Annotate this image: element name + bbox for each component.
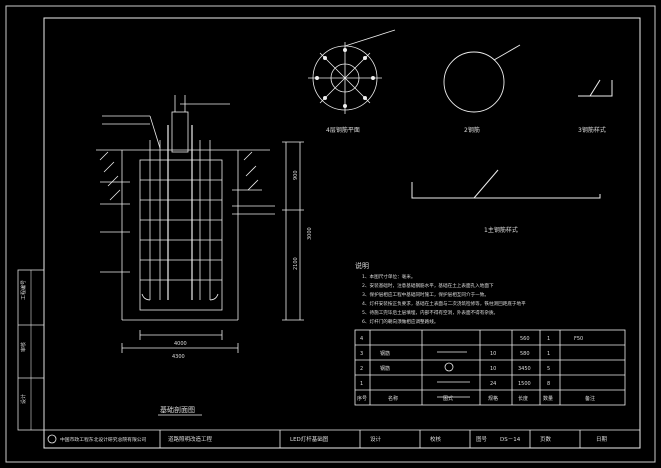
design-label: 设计 (370, 435, 382, 443)
hook-title: 3钢筋样式 (578, 126, 606, 134)
project-name: 道路照明改造工程 (168, 435, 213, 443)
plan-title: 4层钢筋平面 (326, 126, 360, 134)
title-block-text: 中国市政工程东北设计研究总院有限公司 道路照明改造工程 LED灯杆基础图 设计 … (47, 434, 608, 444)
row-1-qty: 1 (547, 351, 550, 357)
inner-frame (43, 17, 641, 449)
row-2-spec: 10 (490, 366, 496, 372)
note-2: 3、保护层相应工程中基础同时施工，保护层相互同介于一致。 (362, 291, 489, 298)
row-0-len: 560 (520, 336, 530, 342)
note-0: 1、本图尺寸单位：毫米。 (362, 273, 415, 280)
company-logo-icon (47, 434, 57, 444)
side-stamp: 工程编号 审核 设计 (17, 269, 45, 431)
row-3-no: 1 (360, 381, 363, 387)
dim-upper: 900 (293, 170, 299, 180)
bar-title: 1主钢筋样式 (484, 226, 518, 234)
section-view (96, 95, 304, 353)
row-2-name: 钢筋 (380, 365, 390, 372)
row-0-note: F50 (574, 336, 583, 342)
plan-bolts (315, 48, 375, 108)
row-2-qty: 5 (547, 366, 550, 372)
hdr-6: 备注 (585, 395, 595, 402)
row-1-spec: 10 (490, 351, 496, 357)
dim-bar: 4300 (172, 354, 185, 360)
note-3: 4、灯杆安装按正负要求，基础在土表面与二次浇筑检修等，铁柱测回距底于地平 (362, 300, 526, 307)
hook-view (578, 79, 613, 97)
hdr-5: 数量 (543, 395, 553, 402)
ring-title: 2钢筋 (464, 126, 480, 134)
page-label: 页数 (540, 435, 552, 443)
title-block (44, 429, 640, 448)
plan-view (308, 29, 396, 114)
row-3-qty: 8 (547, 381, 550, 387)
hdr-0: 序号 (357, 395, 367, 402)
company-name: 中国市政工程东北设计研究总院有限公司 (60, 436, 147, 443)
number-label: 图号 (476, 435, 488, 443)
notes-title: 说明 (355, 261, 369, 270)
notes: 说明 1、本图尺寸单位：毫米。 2、安装基础时，注意基础钢筋水平，基础在土上表面… (355, 261, 526, 325)
outer-frame (5, 5, 656, 463)
row-0-qty: 1 (547, 336, 550, 342)
row-0-no: 4 (360, 336, 363, 342)
stamp-2: 设计 (20, 394, 27, 404)
material-table (354, 329, 626, 406)
ring-view (443, 44, 521, 113)
stamp-1: 审核 (20, 342, 27, 352)
hdr-2: 图式 (443, 395, 453, 402)
row-1-len: 580 (520, 351, 530, 357)
date-label: 日期 (596, 436, 608, 443)
row-3-spec: 24 (490, 381, 496, 387)
row-1-no: 3 (360, 351, 363, 357)
section-dim-labels: 900 3000 2100 4000 4300 (172, 170, 313, 360)
stamp-0: 工程编号 (20, 280, 27, 300)
dim-total: 3000 (307, 227, 313, 240)
table-text: 4 560 1 F50 3 钢筋 10 580 1 2 钢筋 10 3450 5… (357, 336, 595, 402)
check-label: 校核 (430, 435, 442, 443)
bar-view (411, 169, 601, 199)
hdr-4: 长度 (518, 395, 528, 402)
section-title: 基础剖面图 (160, 405, 195, 414)
row-3-len: 1500 (518, 381, 531, 387)
dim-width: 4000 (174, 341, 187, 347)
note-4: 5、待施工完毕后土层填埋，内部不得有空洞，外表面不得有杂质。 (362, 309, 498, 316)
note-5: 6、灯杆门的朝向须做相应调整路线。 (362, 318, 438, 325)
dim-lower: 2100 (293, 257, 299, 270)
drawing-name: LED灯杆基础图 (290, 435, 329, 443)
note-1: 2、安装基础时，注意基础钢筋水平，基础在土上表面孔入地面下 (362, 282, 494, 289)
row-2-len: 3450 (518, 366, 531, 372)
number-value: DS－14 (500, 437, 521, 443)
hdr-1: 名称 (388, 395, 398, 402)
row-1-name: 钢筋 (380, 350, 390, 357)
hdr-3: 规格 (488, 395, 498, 402)
row-2-no: 2 (360, 366, 363, 372)
